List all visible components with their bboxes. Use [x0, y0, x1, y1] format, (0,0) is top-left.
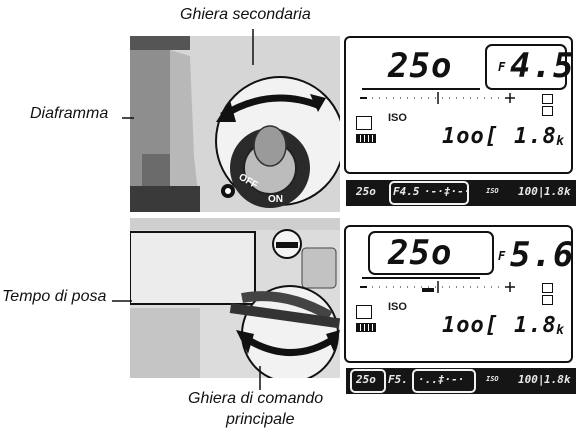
vf-meter: ·..‡·-· [418, 373, 465, 386]
vf-shutter: 25o [356, 185, 376, 198]
frames-remaining: 1.8 [514, 313, 557, 338]
vf-aperture: F5. [388, 373, 408, 386]
viewfinder-info-top: 25o F4.5 ·-·‡·-· ISO 100| 1.8k [346, 180, 576, 206]
card-slot-icon [542, 106, 553, 116]
iso-value: 1oo[ [442, 313, 499, 338]
vf-meter: ·-·‡·-· [424, 185, 471, 198]
vf-shutter: 25o [356, 373, 376, 386]
shutter-underline [362, 277, 480, 279]
aperture-highlight-box [485, 44, 567, 90]
main-command-dial-label-1: Ghiera di comando [188, 390, 324, 407]
vf-iso-label: ISO [486, 375, 499, 383]
aperture-value: 5.6 [510, 235, 575, 275]
sub-command-dial-label: Ghiera secondaria [180, 6, 311, 23]
battery-icon [356, 323, 376, 332]
metering-icon [356, 305, 372, 319]
release-mode-icon [542, 283, 553, 293]
control-panel-lcd-bottom: 25o F 5.6 ISO 1oo[ 1.8 k [344, 225, 573, 363]
control-panel-lcd-top: 25o F 4.5 ISO 1oo[ 1.8 k [344, 36, 573, 174]
vf-iso-value: 100| [518, 373, 545, 386]
vf-iso-label: ISO [486, 187, 499, 195]
camera-rear-illustration [130, 218, 340, 378]
viewfinder-shutter-box [350, 369, 386, 393]
shutter-speed-value: 25o [388, 46, 453, 86]
camera-top-illustration [130, 36, 340, 212]
aperture-leader [122, 117, 134, 119]
main-command-dial-leader [259, 366, 261, 390]
card-slot-icon [542, 295, 553, 305]
shutter-leader [112, 300, 132, 302]
f-prefix: F [498, 60, 507, 74]
camera-rear-photo [130, 218, 340, 378]
camera-top-photo: OFF ON [130, 36, 340, 212]
battery-icon [356, 134, 376, 143]
exposure-meter [360, 92, 515, 104]
aperture-value: 4.5 [510, 46, 575, 86]
shutter-underline [362, 88, 480, 90]
main-command-dial-label-2: principale [226, 411, 295, 428]
f-prefix: F [498, 249, 507, 263]
metering-icon [356, 116, 372, 130]
viewfinder-meter-box [412, 369, 476, 393]
exposure-meter [360, 281, 515, 293]
aperture-label: Diaframma [30, 105, 109, 122]
sub-command-dial-leader [252, 29, 254, 65]
frames-k: k [556, 134, 565, 149]
frames-remaining: 1.8 [514, 124, 557, 149]
frames-k: k [556, 323, 565, 338]
on-marking: ON [268, 194, 283, 205]
shutter-speed-value: 25o [388, 233, 453, 273]
vf-iso-value: 100| [518, 185, 545, 198]
iso-label: ISO [388, 112, 407, 124]
vf-frames: 1.8k [544, 373, 571, 386]
release-mode-icon [542, 94, 553, 104]
vf-frames: 1.8k [544, 185, 571, 198]
viewfinder-info-bottom: 25o F5. ·..‡·-· ISO 100| 1.8k [346, 368, 576, 394]
shutter-speed-label: Tempo di posa [2, 288, 107, 305]
shutter-highlight-box [368, 231, 494, 275]
vf-aperture: F4.5 [393, 185, 420, 198]
viewfinder-aperture-box [389, 181, 469, 205]
iso-label: ISO [388, 301, 407, 313]
iso-value: 1oo[ [442, 124, 499, 149]
